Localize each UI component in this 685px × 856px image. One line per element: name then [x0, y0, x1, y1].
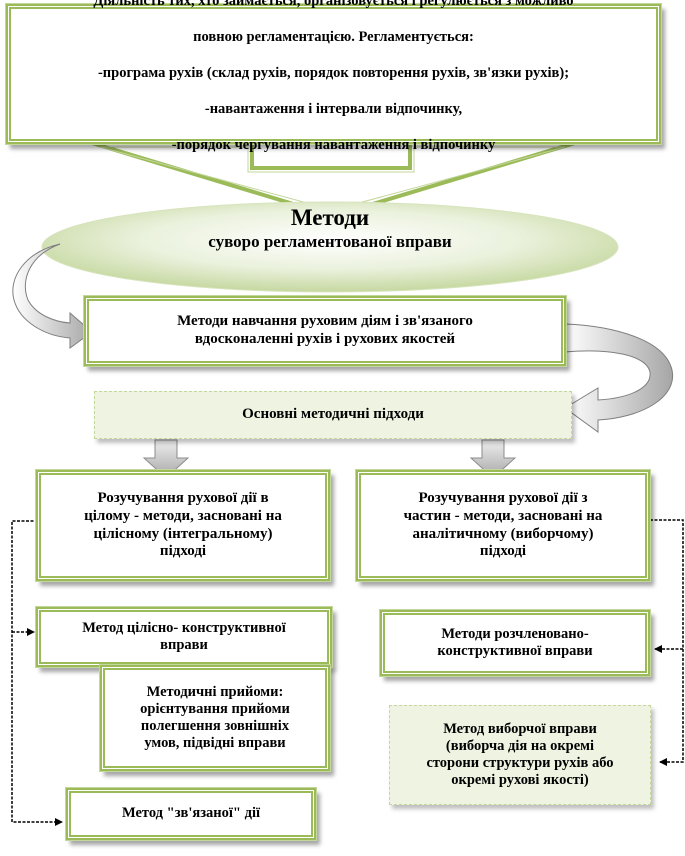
parts-action-box: Розучування рухової дії з частин - метод… — [356, 470, 650, 581]
teaching-methods-text: Методи навчання руховим діям і зв'язаног… — [177, 313, 473, 347]
whole-action-box: Розучування рухової дії в цілому - метод… — [36, 470, 330, 581]
gray-down-arrow-left — [142, 439, 190, 479]
selective-method-text: Метод виборчої вправи (виборча дія на ок… — [426, 720, 614, 789]
holistic-method-box: Метод цілісно- конструктивної вправи — [36, 607, 332, 667]
regulation-box: Діяльність тих, хто займається, організо… — [6, 0, 661, 153]
teaching-methods-box: Методи навчання руховим діям і зв'язаног… — [84, 296, 566, 366]
techniques-box: Методичні прийоми: орієнтування прийоми … — [100, 665, 330, 771]
holistic-method-text: Метод цілісно- конструктивної вправи — [82, 619, 286, 653]
regulation-line: повною регламентацією. Регламентується: — [193, 29, 474, 46]
methods-title: Методи — [290, 205, 370, 230]
regulation-line: -програма рухів (склад рухів, порядок по… — [97, 65, 570, 82]
approaches-text: Основні методичні підходи — [242, 406, 424, 423]
dissected-method-text: Методи розчленовано- конструктивної впра… — [437, 625, 593, 659]
selective-method-box: Метод виборчої вправи (виборча дія на ок… — [389, 705, 651, 805]
left-bracket-connector — [11, 520, 63, 826]
methods-ellipse-shape — [41, 201, 619, 293]
right-curved-arrow — [564, 323, 674, 433]
regulation-line: -навантаження і інтервали відпочинку, — [204, 100, 463, 117]
regulation-line: Діяльність тих, хто займається, організо… — [93, 0, 574, 10]
gray-down-arrow-right — [469, 439, 517, 479]
techniques-text: Методичні прийоми: орієнтування прийоми … — [140, 683, 290, 752]
linked-action-text: Метод "зв'язаної" дії — [121, 805, 260, 822]
right-bracket-connector — [650, 519, 684, 766]
dissected-method-box: Методи розчленовано- конструктивної впра… — [380, 610, 650, 676]
left-curved-arrow — [12, 243, 93, 349]
parts-action-text: Розучування рухової дії з частин - метод… — [403, 490, 603, 560]
methods-ellipse: Методи суворо регламентованої вправи — [40, 205, 620, 254]
methods-subtitle: суворо регламентованої вправи — [208, 232, 452, 252]
approaches-box: Основні методичні підходи — [94, 391, 572, 439]
regulation-line: -порядок чергування навантаження і відпо… — [171, 136, 496, 153]
whole-action-text: Розучування рухової дії в цілому - метод… — [84, 490, 282, 560]
linked-action-box: Метод "зв'язаної" дії — [66, 788, 316, 840]
